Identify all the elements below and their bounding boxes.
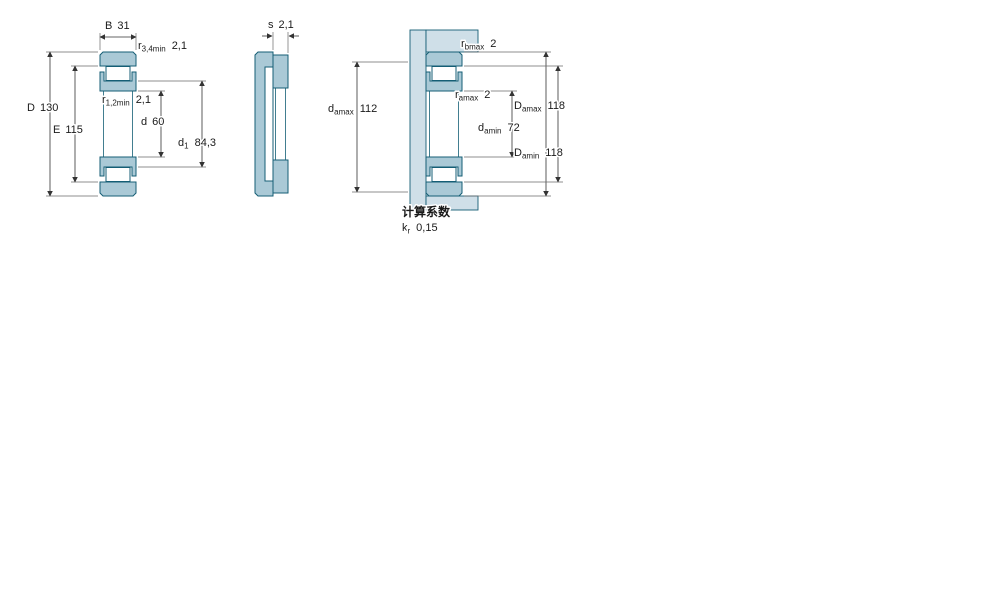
dim-label-d1: d1 84,3 xyxy=(178,137,216,151)
dim-value: 112 xyxy=(360,103,378,115)
mounted-roller-top xyxy=(431,66,457,81)
mounted-inner-ring-bottom xyxy=(425,156,463,177)
dim-value: 2 xyxy=(490,38,496,50)
dim-base: d xyxy=(178,137,184,149)
dim-label-damax: damax 112 xyxy=(328,103,377,117)
dim-base: r xyxy=(138,40,142,52)
dim-label-E: E 115 xyxy=(53,124,83,136)
dim-sub: amin xyxy=(484,127,501,136)
dim-B-extension-lines xyxy=(99,33,137,50)
shaft-shoulder-column xyxy=(409,29,427,211)
calculation-factors: 计算系数 kr 0,15 xyxy=(401,203,453,238)
dim-base: r xyxy=(102,94,106,106)
dim-value: 84,3 xyxy=(195,137,216,149)
dim-sub: amax xyxy=(334,108,354,117)
dim-label-Damax: Damax 118 xyxy=(514,100,565,114)
calculation-factors-heading: 计算系数 xyxy=(402,204,451,219)
dim-base: r xyxy=(461,38,465,50)
dim-s-extension-lines xyxy=(272,32,289,53)
dim-label-s: s 2,1 xyxy=(268,19,294,31)
dim-d1-extension-lines xyxy=(138,80,206,168)
dim-label-B: B 31 xyxy=(105,20,130,32)
dim-value: 31 xyxy=(117,20,129,32)
side-outer-ring-bore xyxy=(264,66,274,182)
factor-base: k xyxy=(402,222,408,234)
dim-sub: bmax xyxy=(465,43,485,52)
dim-base: d xyxy=(478,122,484,134)
factor-sub: r xyxy=(408,227,411,236)
front-roller-top xyxy=(105,66,131,81)
dim-label-d: d 60 xyxy=(141,116,164,128)
dim-base: d xyxy=(328,103,334,115)
dim-base: E xyxy=(53,124,60,136)
dim-damin-extension-lines xyxy=(464,90,517,158)
dim-base: r xyxy=(455,89,459,101)
dim-damax-extension-lines xyxy=(352,61,408,193)
dim-sub: 1 xyxy=(184,142,189,151)
dim-sub: amax xyxy=(522,105,542,114)
dim-sub: 3,4min xyxy=(142,45,166,54)
dim-D-extension-lines xyxy=(46,51,98,197)
mounted-outer-ring-bottom xyxy=(425,181,463,197)
dim-value: 2 xyxy=(484,89,490,101)
dim-label-r34min: r3,4min 2,1 xyxy=(138,40,187,54)
dim-value: 2,1 xyxy=(172,40,187,52)
front-roller-bottom xyxy=(105,167,131,182)
dim-base: s xyxy=(268,19,274,31)
dim-Damax-extension-lines xyxy=(464,51,551,197)
mounted-outer-ring-top xyxy=(425,51,463,67)
dim-label-r12min: r1,2min 2,1 xyxy=(102,94,151,108)
side-inner-bottom-section xyxy=(272,159,289,194)
dim-label-D: D 130 xyxy=(27,102,58,114)
dim-value: 72 xyxy=(507,122,519,134)
dim-base: D xyxy=(27,102,35,114)
dim-label-rbmax: rbmax 2 xyxy=(461,38,496,52)
dim-sub: amax xyxy=(459,94,479,103)
dim-value: 118 xyxy=(548,100,566,112)
dim-label-ramax: ramax 2 xyxy=(455,89,490,103)
dim-value: 2,1 xyxy=(136,94,151,106)
front-inner-ring-bottom xyxy=(99,156,137,177)
side-view: s 2,1 xyxy=(254,18,299,197)
dim-label-damin: damin 72 xyxy=(478,122,520,136)
dim-Damin-extension-lines xyxy=(464,65,563,183)
dim-value: 118 xyxy=(545,147,563,159)
factor-label-kr: kr 0,15 xyxy=(402,222,438,236)
dim-value: 130 xyxy=(40,102,58,114)
dim-base: B xyxy=(105,20,112,32)
dim-label-Damin: Damin 118 xyxy=(514,147,563,161)
front-outer-ring-bottom xyxy=(99,181,137,197)
mounted-bore-edge-lines xyxy=(429,91,459,157)
dim-base: D xyxy=(514,100,522,112)
mounted-roller-bottom xyxy=(431,167,457,182)
dim-value: 60 xyxy=(152,116,164,128)
front-inner-ring-top xyxy=(99,71,137,92)
side-inner-top-section xyxy=(272,54,289,89)
dim-sub: 1,2min xyxy=(106,99,130,108)
dim-value: 2,1 xyxy=(279,19,294,31)
mounted-bearing xyxy=(425,51,463,197)
front-bore-edge-lines xyxy=(103,91,133,157)
dim-base: d xyxy=(141,116,147,128)
front-outer-ring-top xyxy=(99,51,137,67)
dim-value: 115 xyxy=(65,124,83,136)
side-bore-edge-lines xyxy=(275,88,286,160)
dim-base: D xyxy=(514,147,522,159)
dim-sub: amin xyxy=(522,152,539,161)
factor-value: 0,15 xyxy=(416,222,437,234)
mounted-inner-ring-top xyxy=(425,71,463,92)
